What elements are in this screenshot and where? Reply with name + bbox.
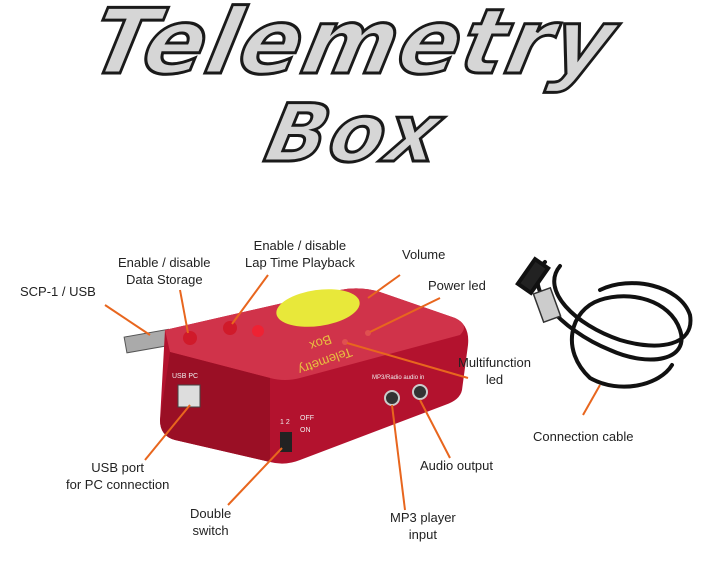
label-line: Enable / disable [253,238,347,253]
label-line: input [408,527,437,542]
label-line: Enable / disable [118,255,211,270]
label-power-led: Power led [428,278,486,293]
leader-data-storage [179,289,189,334]
label-line: Data Storage [125,272,203,287]
label-line: Double [190,506,232,521]
label-audio-output: Audio output [420,458,494,473]
leader-lap-time [231,274,269,325]
leader-double-switch [227,447,283,506]
label-line: USB port [91,460,145,475]
leader-multifunction [346,342,469,379]
label-line: Multifunction [458,355,531,370]
leader-audio-output [419,399,451,459]
box-print-switch: 1 2 [280,419,290,426]
box-print-off: OFF [300,415,314,422]
leader-volume [367,274,401,299]
label-line: led [485,372,504,387]
leader-scp [104,304,151,336]
leader-mp3 [391,404,406,511]
label-line: MP3 player [390,510,456,525]
box-print-on: ON [300,427,311,434]
label-mp3-input: MP3 player input [390,509,456,543]
leader-usb-port [144,404,191,461]
box-print-mp3: MP3/Radio audio in [372,375,425,381]
logo-badge [276,289,360,327]
leader-power-led [369,297,441,333]
label-line: Lap Time Playback [245,255,355,270]
label-scp-usb: SCP-1 / USB [20,284,96,299]
label-line: switch [192,523,229,538]
label-volume: Volume [402,247,446,262]
box-print-name-2: Box [307,332,334,354]
label-double-switch: Double switch [190,505,231,539]
box-print-usb: USB PC [172,373,199,380]
label-connection-cable: Connection cable [533,429,634,444]
telemetry-box [160,288,469,464]
leader-lines [104,274,601,511]
connection-cable [515,256,693,389]
leader-cable [582,384,601,416]
label-multifunction-led: Multifunction led [458,354,531,388]
label-usb-port: USB port for PC connection [66,459,169,493]
label-line: for PC connection [66,477,170,492]
